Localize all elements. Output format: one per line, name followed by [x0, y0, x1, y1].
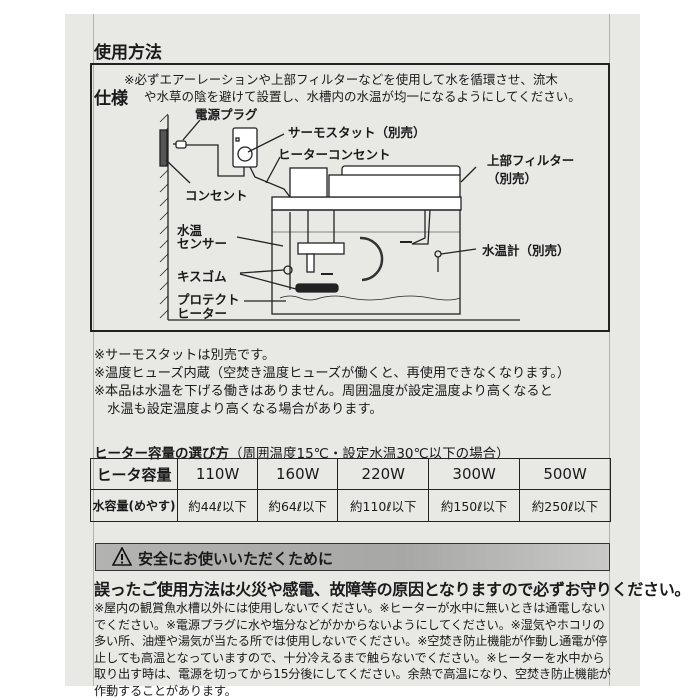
table-cell: 160W: [257, 458, 339, 490]
plastic-seam: [609, 14, 610, 686]
label-thermostat: サーモスタット（別売）: [288, 125, 426, 140]
package-panel: [65, 14, 640, 686]
table-row: 水容量(めやす) 約44ℓ以下 約64ℓ以下 約110ℓ以下 約150ℓ以下 約…: [90, 489, 611, 522]
note: ※本品は水温を下げる働きはありません。周囲温度が設定温度より高くなると: [94, 384, 553, 399]
power-plug-icon: [173, 140, 187, 149]
label-heater-outlet: ヒーターコンセント: [278, 147, 391, 162]
wall-outlet: [159, 129, 168, 167]
notes-list: ※サーモスタットは別売です。 ※温度ヒューズ内蔵（空焚き温度ヒューズが働くと、再…: [94, 347, 570, 419]
safety-header: 安全にお使いいただくために: [95, 543, 610, 571]
warning-icon: [112, 547, 132, 566]
table-cell: 300W: [428, 458, 521, 490]
spec-heading: 仕様: [94, 89, 128, 109]
instruction-line-1: ※必ずエアーレーションや上部フィルターなどを使用して水を循環させ、流木: [124, 72, 558, 87]
table-cell: 約64ℓ以下: [257, 489, 339, 522]
safety-body: ※屋内の観賞魚水槽以外には使用しないでください。※ヒーターが水中に無いときは通電…: [94, 601, 611, 698]
thermostat-icon: [232, 127, 258, 168]
table-row: ヒータ容量 110W 160W 220W 300W 500W: [90, 458, 611, 490]
label-suction-cup: キスゴム: [177, 269, 227, 284]
aquarium-tank-icon: [236, 209, 477, 315]
table-cell: 約110ℓ以下: [337, 489, 430, 522]
note: ※サーモスタットは別売です。: [94, 348, 276, 363]
safety-heading: 安全にお使いいただくために: [138, 550, 334, 568]
label-top-filter-note: （別売）: [487, 171, 538, 186]
capacity-table: ヒータ容量 110W 160W 220W 300W 500W 水容量(めやす) …: [90, 458, 611, 522]
usage-box: [90, 63, 610, 332]
label-heater-2: ヒーター: [177, 306, 228, 321]
label-thermometer: 水温計（別売）: [482, 243, 570, 258]
plastic-seam: [93, 14, 94, 686]
note: ※温度ヒューズ内蔵（空焚き温度ヒューズが働くと、再使用できなくなります。）: [94, 366, 571, 381]
table-cell: 220W: [337, 458, 430, 490]
label-sensor-2: センサー: [177, 236, 228, 251]
label-sensor-1: 水温: [177, 223, 203, 238]
table-cell: 110W: [176, 458, 259, 490]
row-header: ヒータ容量: [90, 458, 178, 490]
wall: [159, 113, 520, 321]
table-cell: 約250ℓ以下: [519, 489, 611, 522]
table-cell: 約44ℓ以下: [176, 489, 259, 522]
table-cell: 500W: [519, 458, 611, 490]
label-top-filter: 上部フィルター: [487, 153, 575, 168]
row-header: 水容量(めやす): [90, 489, 178, 522]
safety-main-warning: 誤ったご使用方法は火災や感電、故障等の原因となりますので必ずお守りください。: [94, 580, 691, 599]
table-cell: 約150ℓ以下: [428, 489, 521, 522]
label-power-plug: 電源プラグ: [195, 107, 258, 122]
instruction-line-2: や水草の陰を避けて設置し、水槽内の水温が均一になるようにしてください。: [144, 89, 581, 104]
note: 水温も設定温度より高くなる場合があります。: [94, 402, 383, 417]
label-heater-1: プロテクト: [177, 292, 240, 307]
usage-heading: 使用方法: [94, 43, 162, 63]
label-outlet: コンセント: [185, 188, 248, 203]
top-filter-icon: [271, 165, 477, 211]
